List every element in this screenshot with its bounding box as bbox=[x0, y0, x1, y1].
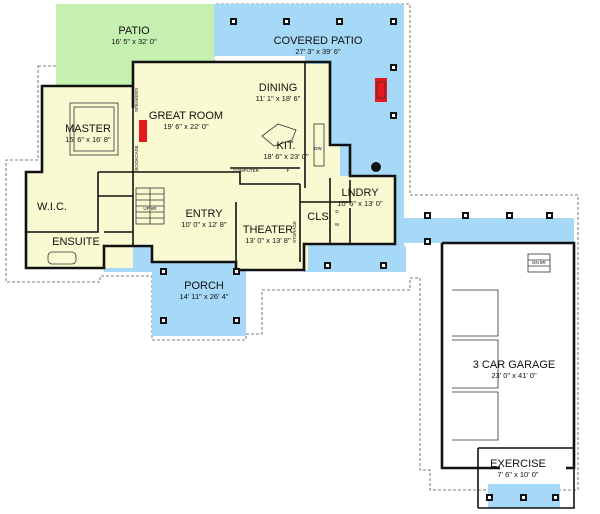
dryer-label: D bbox=[335, 209, 339, 214]
roof-outline bbox=[5, 3, 579, 491]
master-name: MASTER bbox=[65, 123, 111, 135]
ensuite-name: ENSUITE bbox=[52, 236, 100, 248]
computer-label: COMPUTER bbox=[233, 168, 260, 173]
porch-dims: 14' 11" x 26' 4" bbox=[180, 292, 229, 301]
storage-label: STORAGE bbox=[292, 221, 297, 243]
fridge-label: F bbox=[287, 168, 290, 173]
patio-name: PATIO bbox=[118, 25, 150, 37]
bookcase-label: BOOKCASE bbox=[134, 145, 139, 170]
wic-name: W.I.C. bbox=[37, 201, 67, 213]
porch-name: PORCH bbox=[184, 280, 224, 292]
theater-dims: 13' 0" x 13' 8" bbox=[245, 236, 291, 245]
kitchen-name: KIT. bbox=[277, 140, 296, 152]
interior-wic-wing bbox=[26, 172, 133, 268]
kitchen-dims: 18' 6" x 23' 0" bbox=[263, 152, 309, 161]
cls-name: CLS bbox=[307, 211, 328, 223]
great-room-fireplace-icon bbox=[139, 120, 147, 142]
washer-label: W bbox=[335, 222, 340, 227]
garage-wall bbox=[440, 241, 576, 470]
garage-name: 3 CAR GARAGE bbox=[473, 359, 556, 371]
great-room-name: GREAT ROOM bbox=[149, 110, 223, 122]
entry-stairs bbox=[135, 187, 165, 225]
covered-patio-dims: 27' 3" x 39' 6" bbox=[295, 47, 341, 56]
dining-dims: 11' 1" x 18' 6" bbox=[256, 94, 301, 103]
entry-name: ENTRY bbox=[185, 208, 223, 220]
laundry-dims: 10' 6" x 13' 0" bbox=[337, 199, 383, 208]
patio-dims: 16' 5" x 32' 0" bbox=[111, 37, 157, 46]
posts bbox=[160, 18, 559, 501]
tub-icon bbox=[47, 251, 77, 265]
exercise-name: EXERCISE bbox=[490, 458, 546, 470]
master-dims: 15' 6" x 16' 8" bbox=[65, 135, 111, 144]
speakers-label: SPEAKERS bbox=[134, 88, 139, 112]
garage-stairs bbox=[527, 253, 551, 273]
patio-fireplace-icon bbox=[375, 78, 387, 102]
kitchen-island bbox=[261, 123, 297, 147]
dw-label: DW bbox=[314, 146, 322, 151]
garage-dims: 23' 0" x 41' 0" bbox=[491, 371, 537, 380]
great-room-dims: 19' 6" x 22' 0" bbox=[163, 122, 209, 131]
garage-stair-label: DN 8R bbox=[532, 260, 546, 265]
exercise-dims: 7' 6" x 10' 0" bbox=[497, 470, 538, 479]
front-walk-right bbox=[304, 246, 406, 272]
covered-patio-area bbox=[214, 4, 574, 270]
entry-dims: 10' 0" x 12' 8" bbox=[181, 220, 227, 229]
porch-area bbox=[152, 262, 246, 336]
laundry-name: LNDRY bbox=[341, 187, 379, 199]
entry-stair-label: UP 8R bbox=[143, 206, 157, 211]
covered-patio-name: COVERED PATIO bbox=[274, 35, 363, 47]
theater-name: THEATER bbox=[243, 224, 294, 236]
hot-tub-icon bbox=[371, 162, 381, 172]
dining-name: DINING bbox=[259, 82, 298, 94]
